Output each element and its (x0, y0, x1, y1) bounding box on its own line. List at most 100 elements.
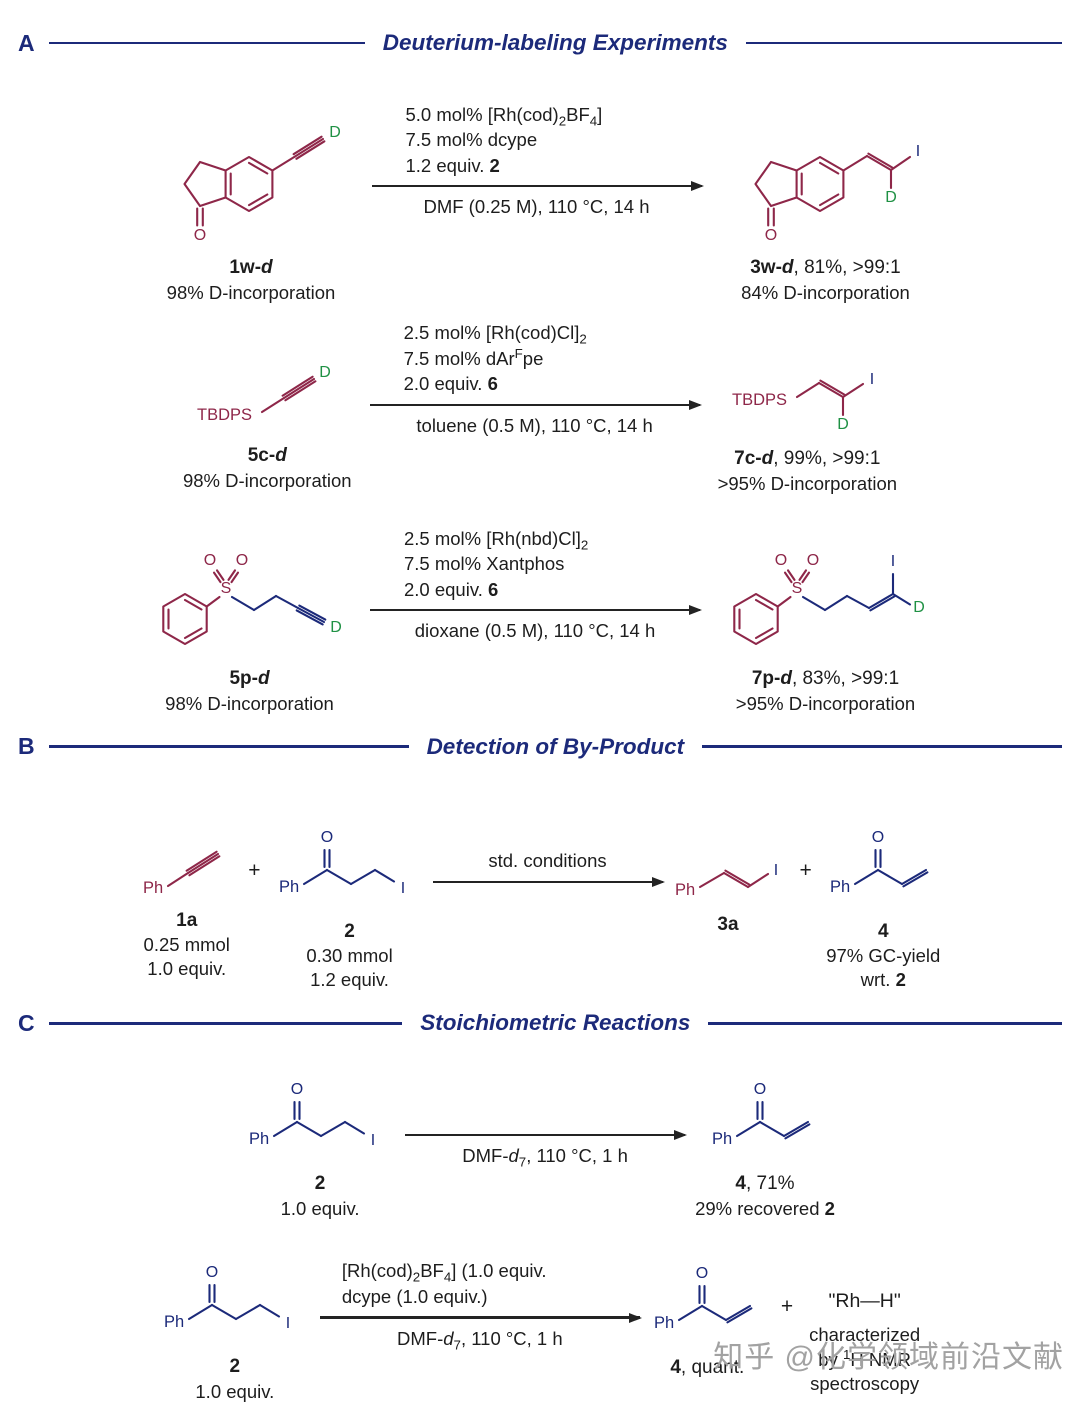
condition-line: 7.5 mol% dArFpe (403, 345, 544, 369)
reaction-arrow-block-c1: DMF-d7, 110 °C, 1 h (405, 1093, 686, 1177)
compound-4: 4, quant. (650, 1254, 765, 1381)
structure-5p-d (147, 533, 352, 659)
plus-sign: + (799, 859, 812, 883)
reaction-arrow (371, 185, 702, 188)
condition-line: 2.0 equiv. 6 (404, 578, 499, 600)
compound-id-3a: 3a (717, 913, 739, 935)
divider-line (708, 1022, 1063, 1025)
condition-line: std. conditions (488, 850, 607, 872)
condition-line: 7.5 mol% dcype (405, 129, 538, 151)
structure-2 (245, 1076, 395, 1164)
reaction-arrow (405, 1133, 686, 1136)
compound-id-3w-d: 3w-d, 81%, >99:1 (750, 257, 901, 278)
section-a-header: A Deuterium-labeling Experiments (18, 28, 1062, 58)
compound-id-5p-d: 5p-d (229, 667, 270, 689)
conditions-below: DMF-d7, 110 °C, 1 h (405, 1143, 685, 1177)
conditions-above: 5.0 mol% [Rh(cod)2BF4] 7.5 mol% dcype 1.… (372, 92, 702, 178)
reaction-row-a3: 5p-d 98% D-incorporation 2.5 mol% [Rh(nb… (18, 505, 1062, 716)
conditions-above: 2.5 mol% [Rh(nbd)Cl]2 7.5 mol% Xantphos … (370, 516, 700, 602)
reaction-row-c2: 2 1.0 equiv. [Rh(cod)2BF4] (1.0 equiv. d… (18, 1231, 1062, 1404)
structure-7c-d (727, 341, 887, 439)
conditions-above: [Rh(cod)2BF4] (1.0 equiv. dcype (1.0 equ… (320, 1251, 640, 1309)
compound-id-4: 4 (877, 920, 889, 942)
structure-2 (275, 824, 425, 912)
reaction-row-b: 1a 0.25 mmol 1.0 equiv. + 2 0.30 mmol 1.… (18, 772, 1062, 993)
structure-7p-d (718, 533, 933, 659)
structure-4 (826, 824, 941, 912)
condition-line: toluene (0.5 M), 110 °C, 14 h (416, 414, 653, 436)
compound-id-2: 2 (229, 1356, 241, 1378)
compound-note: 1.0 equiv. (147, 958, 227, 980)
compound-id-7p-d: 7p-d, 83%, >99:1 (751, 667, 900, 689)
compound-id-4: 4, 71% (735, 1173, 795, 1195)
rh-h-species: "Rh—H" (828, 1290, 901, 1313)
condition-line: [Rh(cod)2BF4] (1.0 equiv. (341, 1260, 547, 1286)
compound-7p-d: 7p-d, 83%, >99:1 >95% D-incorporation (718, 505, 933, 716)
compound-note: >95% D-incorporation (717, 473, 898, 495)
reaction-arrow (370, 609, 700, 612)
reaction-arrow-block-c2: [Rh(cod)2BF4] (1.0 equiv. dcype (1.0 equ… (319, 1251, 640, 1384)
section-c-label: C (18, 1009, 35, 1036)
compound-note: 97% GC-yield (826, 945, 941, 967)
compound-id-7c-d: 7c-d, 99%, >99:1 (734, 448, 881, 470)
compound-2: 2 1.0 equiv. (160, 1231, 310, 1404)
structure-3a (671, 833, 786, 905)
section-c-title: Stoichiometric Reactions (420, 1010, 691, 1036)
condition-line: 2.5 mol% [Rh(nbd)Cl]2 (404, 527, 589, 553)
compound-2: 2 1.0 equiv. (245, 1048, 395, 1221)
compound-note: 1.0 equiv. (280, 1198, 360, 1220)
rh-h-note: by 1H NMR (818, 1346, 911, 1370)
compound-note: 1.2 equiv. (310, 969, 389, 991)
reaction-arrow (432, 880, 663, 884)
divider-line (702, 745, 1063, 748)
compound-4: 4 97% GC-yield wrt. 2 (826, 772, 941, 993)
divider-line (48, 745, 409, 748)
reaction-arrow-block-a3: 2.5 mol% [Rh(nbd)Cl]2 7.5 mol% Xantphos … (370, 516, 700, 704)
compound-7c-d: 7c-d, 99%, >99:1 >95% D-incorporation (718, 313, 897, 496)
conditions-above (405, 1093, 685, 1127)
rhodium-hydride-block: "Rh—H" characterized by 1H NMR spectrosc… (809, 1238, 920, 1396)
conditions-above: 2.5 mol% [Rh(cod)Cl]2 7.5 mol% dArFpe 2.… (370, 311, 700, 397)
structure-4 (708, 1076, 823, 1164)
condition-line: 1.2 equiv. 2 (405, 154, 500, 176)
compound-id-5c-d: 5c-d (247, 445, 287, 467)
section-b-label: B (18, 733, 35, 760)
condition-line: 2.5 mol% [Rh(cod)Cl]2 (403, 322, 587, 347)
compound-1a: 1a 0.25 mmol 1.0 equiv. (139, 783, 234, 982)
compound-note: 98% D-incorporation (182, 470, 352, 492)
conditions-below: toluene (0.5 M), 110 °C, 14 h (370, 413, 700, 499)
reaction-arrow (369, 403, 700, 406)
conditions-below (433, 890, 663, 924)
reaction-arrow-block-a2: 2.5 mol% [Rh(cod)Cl]2 7.5 mol% dArFpe 2.… (369, 311, 700, 499)
compound-note: >95% D-incorporation (735, 692, 916, 714)
condition-line: dcype (1.0 equiv.) (341, 1285, 488, 1307)
condition-line: DMF-d7, 110 °C, 1 h (462, 1144, 628, 1170)
section-c-header: C Stoichiometric Reactions (18, 1008, 1063, 1038)
condition-line: DMF-d7, 110 °C, 1 h (397, 1327, 563, 1353)
watermark: 知乎 @化学领域前沿文献 (713, 1341, 1064, 1374)
section-b-header: B Detection of By-Product (18, 732, 1063, 762)
condition-line: 2.0 equiv. 6 (403, 373, 498, 395)
section-a-label: A (18, 29, 35, 56)
reaction-arrow-block-b: std. conditions (432, 840, 663, 924)
section-a-title: Deuterium-labeling Experiments (382, 30, 728, 55)
compound-id-1a: 1a (176, 909, 198, 931)
divider-line (48, 1022, 403, 1025)
section-a: A Deuterium-labeling Experiments 1w-d 98… (18, 28, 1062, 716)
structure-2 (160, 1259, 310, 1347)
reaction-row-a1: 1w-d 98% D-incorporation 5.0 mol% [Rh(co… (18, 68, 1062, 305)
compound-2: 2 0.30 mmol 1.2 equiv. (275, 772, 425, 993)
compound-id-4: 4, quant. (670, 1357, 745, 1379)
condition-line: DMF (0.25 M), 110 °C, 14 h (423, 196, 650, 218)
structure-1w-d (149, 96, 354, 248)
compound-note: 0.30 mmol (306, 945, 393, 967)
divider-line (48, 41, 365, 45)
conditions-below: DMF (0.25 M), 110 °C, 14 h (372, 194, 702, 280)
compound-1w-d: 1w-d 98% D-incorporation (149, 68, 354, 305)
section-b: B Detection of By-Product 1a 0.25 mmol 1… (18, 732, 1063, 993)
conditions-above: std. conditions (433, 840, 663, 874)
conditions-below: DMF-d7, 110 °C, 1 h (320, 1326, 640, 1384)
compound-note: 1.0 equiv. (195, 1380, 275, 1402)
compound-note: 98% D-incorporation (166, 281, 336, 303)
compound-id-1w-d: 1w-d (229, 257, 273, 278)
